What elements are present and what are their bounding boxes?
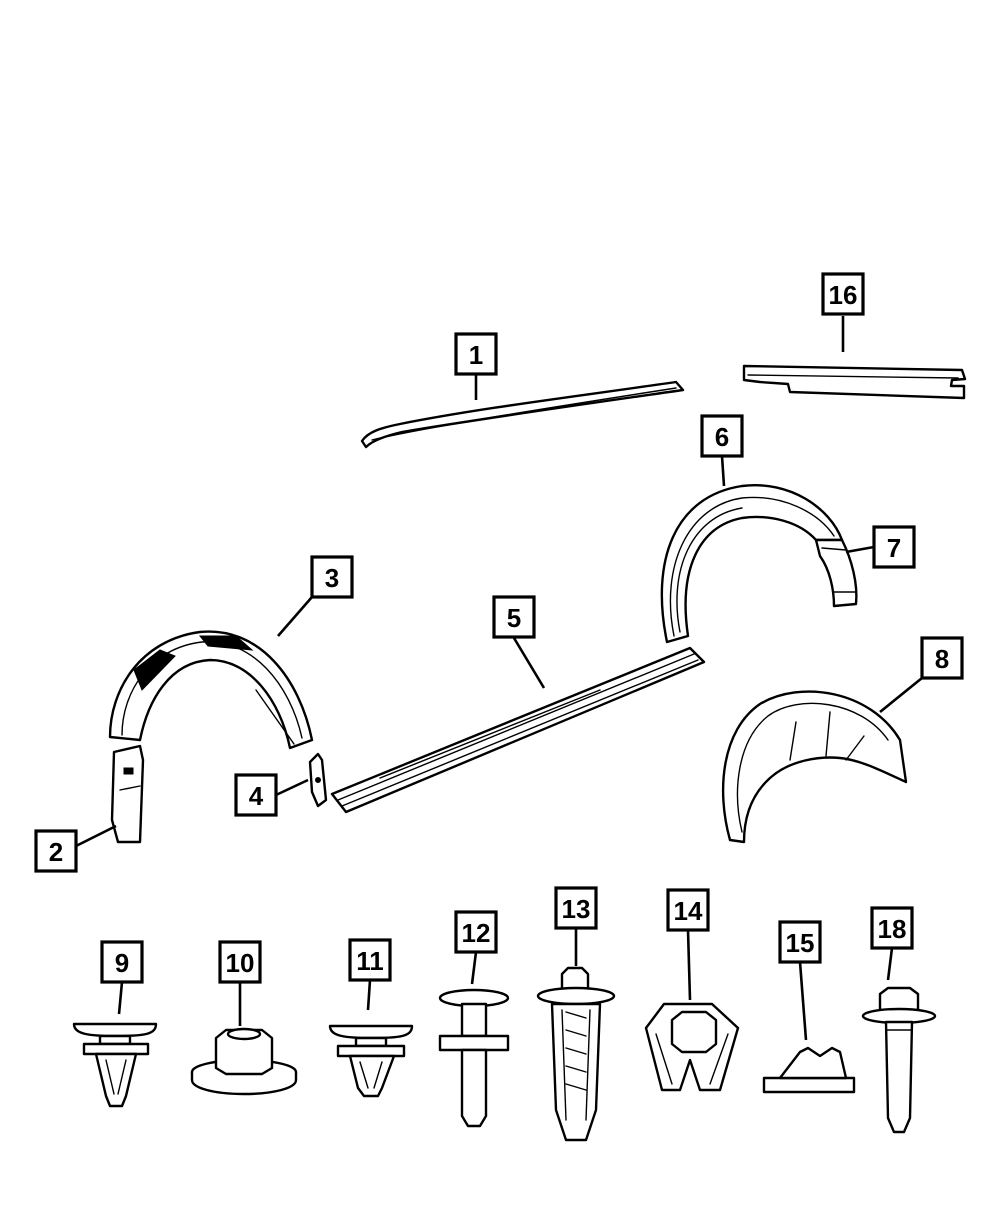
callout-10: 10 <box>218 940 262 984</box>
part-13-expansion-anchor <box>536 966 616 1142</box>
leader-18 <box>886 947 894 981</box>
callout-label: 2 <box>49 837 63 867</box>
part-4-bracket <box>308 752 328 808</box>
part-12-rivet <box>438 988 510 1128</box>
part-9-push-clip <box>72 1022 158 1108</box>
leader-3 <box>277 596 313 637</box>
leader-15 <box>798 961 808 1041</box>
leader-5 <box>512 637 546 689</box>
callout-12: 12 <box>454 910 498 954</box>
leader-8 <box>879 676 923 714</box>
leader-2 <box>75 824 117 848</box>
leader-4 <box>275 778 309 797</box>
callout-18: 18 <box>870 906 914 950</box>
callout-7: 7 <box>872 525 916 569</box>
callout-13: 13 <box>554 886 598 930</box>
leader-12 <box>470 951 478 985</box>
callout-label: 13 <box>562 894 591 924</box>
callout-8: 8 <box>920 636 964 680</box>
part-14-spring-nut <box>644 1002 740 1092</box>
part-3-rear-wheel-flare <box>108 630 314 750</box>
part-7-flare-extension <box>814 538 858 608</box>
part-11-push-clip <box>328 1024 414 1098</box>
callout-label: 15 <box>786 928 815 958</box>
leader-6 <box>720 455 726 487</box>
callout-label: 6 <box>715 422 729 452</box>
part-2-rear-flare-extension <box>110 744 145 844</box>
part-5-rocker-molding <box>330 646 706 814</box>
leader-14 <box>686 929 692 1001</box>
callout-4: 4 <box>234 773 278 817</box>
callout-11: 11 <box>348 938 392 982</box>
part-6-front-wheel-flare <box>660 483 844 644</box>
callout-2: 2 <box>34 829 78 873</box>
callout-label: 10 <box>226 948 255 978</box>
callout-6: 6 <box>700 414 744 458</box>
leader-9 <box>117 981 124 1015</box>
callout-label: 1 <box>469 340 483 370</box>
callout-label: 5 <box>507 603 521 633</box>
callout-label: 16 <box>829 280 858 310</box>
part-16-trim-strip <box>742 364 967 400</box>
callout-label: 9 <box>115 948 129 978</box>
part-18-flange-bolt <box>861 986 937 1134</box>
callout-9: 9 <box>100 940 144 984</box>
part-15-clip-base <box>762 1046 856 1094</box>
callout-label: 12 <box>462 918 491 948</box>
callout-5: 5 <box>492 595 536 639</box>
leader-11 <box>366 979 372 1011</box>
part-1-roof-molding <box>360 380 685 449</box>
callout-14: 14 <box>666 888 710 932</box>
callout-label: 8 <box>935 644 949 674</box>
part-8-wheelhouse-liner <box>721 690 908 844</box>
part-10-flange-nut <box>190 1027 298 1096</box>
callout-label: 14 <box>674 896 703 926</box>
callout-1: 1 <box>454 332 498 376</box>
leader-7 <box>845 545 875 554</box>
callout-label: 4 <box>249 781 264 811</box>
callout-label: 3 <box>325 563 339 593</box>
callout-label: 11 <box>356 946 384 976</box>
leader-lines <box>75 316 923 1041</box>
callout-15: 15 <box>778 920 822 964</box>
callout-16: 16 <box>821 272 865 316</box>
callout-label: 18 <box>878 914 907 944</box>
callout-3: 3 <box>310 555 354 599</box>
callout-label: 7 <box>887 533 901 563</box>
